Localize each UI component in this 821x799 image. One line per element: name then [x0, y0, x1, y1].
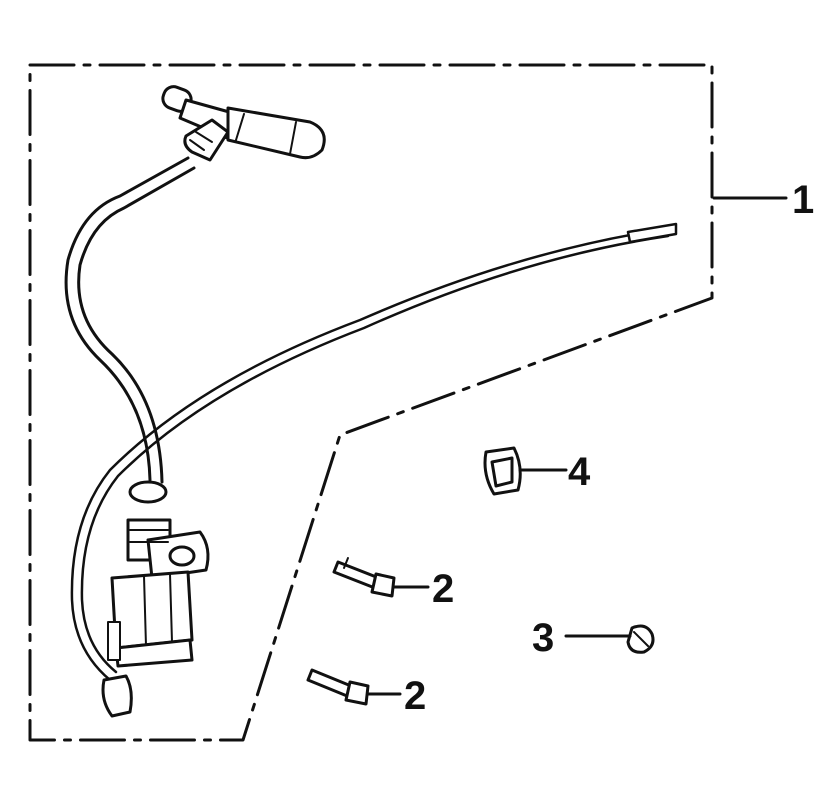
ground-wire-terminal: [626, 222, 678, 244]
clip-nut: [483, 446, 522, 496]
callout-2a: 2: [432, 567, 454, 611]
high-tension-lead-inner: [77, 166, 196, 484]
callout-4: 4: [568, 450, 591, 494]
callout-1: 1: [792, 178, 814, 222]
callout-2b: 2: [404, 674, 426, 718]
ground-wire: [70, 226, 674, 682]
screw: [626, 624, 655, 654]
high-tension-lead: [64, 156, 190, 482]
coil-body: [107, 518, 210, 668]
wire-end-boot: [101, 674, 133, 718]
spark-plug-cap: [161, 85, 326, 162]
bolt-upper: [332, 557, 396, 598]
callout-3: 3: [532, 616, 554, 660]
ground-wire-inner: [80, 234, 670, 674]
assembly-boundary-outline: [28, 63, 714, 742]
ignition-coil-assembly: [64, 85, 678, 718]
bolt-lower: [306, 668, 370, 706]
lead-grommet: [128, 480, 168, 504]
